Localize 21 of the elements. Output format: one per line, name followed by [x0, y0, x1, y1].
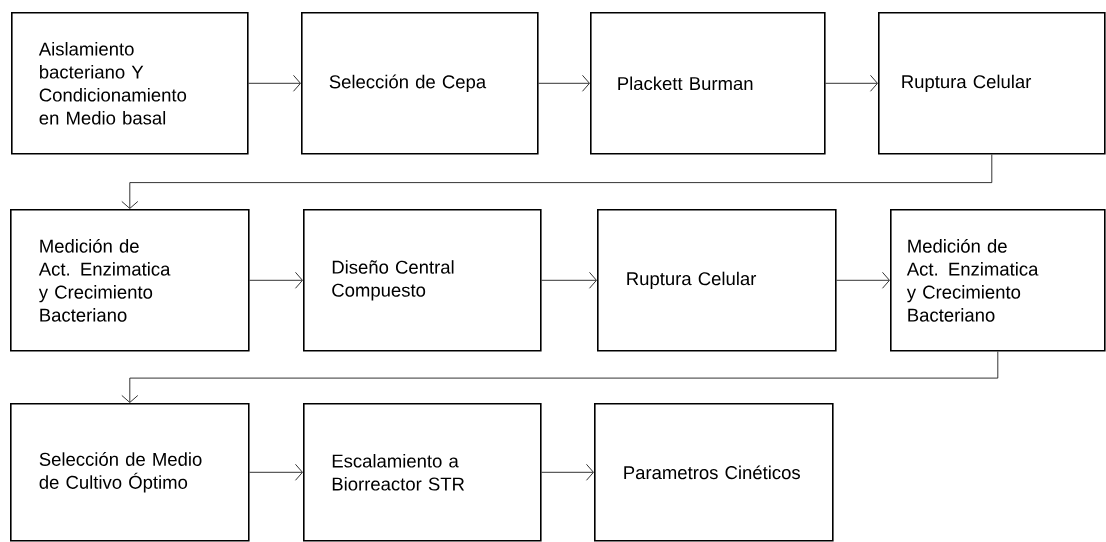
arrow: [121, 154, 993, 209]
arrow: [121, 351, 999, 403]
arrow: [248, 74, 301, 92]
arrow: [541, 463, 594, 481]
process-box: Ruptura Celular: [597, 209, 837, 352]
arrow: [538, 74, 590, 92]
process-box: Aislamiento bacteriano Y Condicionamiento en Medio basal: [11, 12, 249, 155]
arrow: [249, 463, 303, 481]
arrow: [541, 271, 597, 289]
process-box: Plackett Burman: [590, 12, 826, 155]
arrow: [249, 271, 303, 289]
arrow: [836, 271, 890, 289]
process-box: Selección de Cepa: [301, 12, 539, 155]
process-box: Escalamiento a Biorreactor STR: [303, 403, 542, 542]
process-box: Selección de Medio de Cultivo Óptimo: [10, 403, 250, 542]
process-box: Parametros Cinéticos: [594, 403, 834, 542]
process-box: Medición de Act. Enzimatica y Crecimiento Bacteriano: [10, 209, 250, 352]
process-box: Medición de Act. Enzimatica y Crecimiento Bacteriano: [890, 209, 1106, 352]
process-box: Ruptura Celular: [878, 12, 1106, 155]
process-box: Diseño Central Compuesto: [303, 209, 542, 352]
arrow: [825, 74, 878, 92]
